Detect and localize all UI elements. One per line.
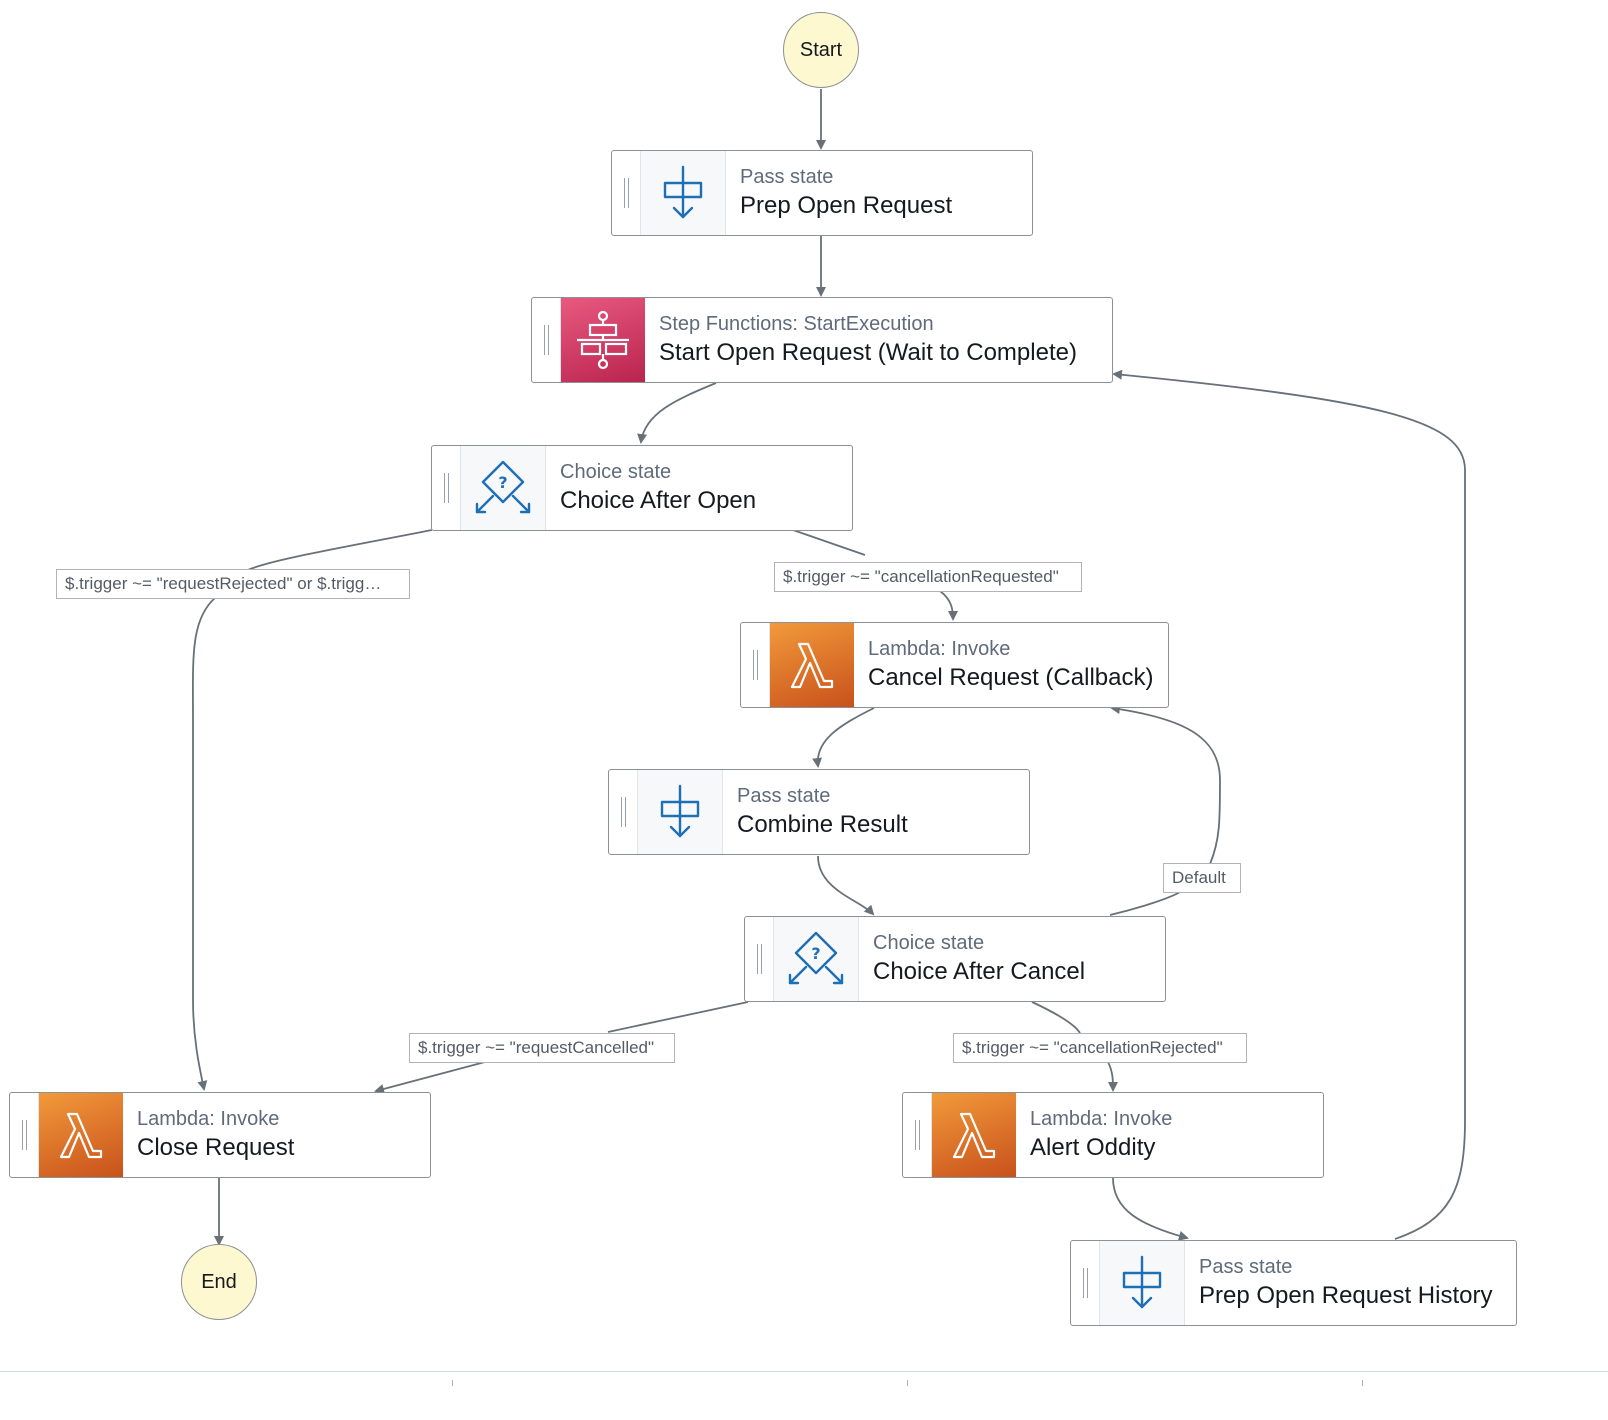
edge-cancelreq-combine [812,707,875,768]
drag-handle[interactable] [612,151,641,235]
edge-startopen-choice [637,382,717,444]
lambda-icon [932,1093,1016,1177]
state-type: Pass state [1199,1256,1293,1278]
edge-label-cancellation-rejected[interactable]: $.trigger ~= "cancellationRejected" [953,1033,1247,1063]
state-prep-open-request[interactable]: Pass state Prep Open Request [611,150,1033,236]
state-name: Prep Open Request History [1199,1282,1493,1309]
lambda-icon [770,623,854,707]
start-label: Start [799,38,843,61]
svg-text:?: ? [498,473,507,492]
state-prep-open-request-history[interactable]: Pass state Prep Open Request History [1070,1240,1517,1326]
edge-choicecancel-alert [1031,1001,1113,1090]
edge-alert-history [1112,1177,1189,1241]
choice-state-icon: ? [774,917,859,1001]
drag-handle[interactable] [741,623,770,707]
state-choice-after-cancel[interactable]: ? Choice state Choice After Cancel [744,916,1166,1002]
state-type: Choice state [873,932,985,954]
drag-handle[interactable] [745,917,774,1001]
edge-label-cancellation-requested[interactable]: $.trigger ~= "cancellationRequested" [774,562,1082,592]
edge-choicecancel-default [1110,708,1221,916]
pass-state-icon [641,151,726,235]
drag-handle[interactable] [532,298,561,382]
footer-tick [1362,1380,1363,1386]
state-name: Prep Open Request [740,192,953,219]
edge-history-startopen [1112,369,1466,1240]
state-name: Close Request [137,1134,295,1161]
state-alert-oddity[interactable]: Lambda: Invoke Alert Oddity [902,1092,1324,1178]
edge-choicecancel-close [376,1001,749,1091]
pass-state-icon [638,770,723,854]
state-type: Lambda: Invoke [137,1108,280,1130]
state-close-request[interactable]: Lambda: Invoke Close Request [9,1092,431,1178]
state-choice-after-open[interactable]: ? Choice state Choice After Open [431,445,853,531]
edge-label-default[interactable]: Default [1163,863,1241,893]
lambda-icon [39,1093,123,1177]
drag-handle[interactable] [903,1093,932,1177]
choice-state-icon: ? [461,446,546,530]
state-cancel-request[interactable]: Lambda: Invoke Cancel Request (Callback) [740,622,1169,708]
state-name: Choice After Open [560,487,757,514]
step-functions-icon [561,298,645,382]
state-type: Lambda: Invoke [1030,1108,1173,1130]
state-name: Start Open Request (Wait to Complete) [659,339,1077,366]
end-label: End [201,1270,237,1293]
drag-handle[interactable] [609,770,638,854]
drag-handle[interactable] [1071,1241,1100,1325]
drag-handle[interactable] [432,446,461,530]
state-type: Pass state [737,785,831,807]
state-type: Lambda: Invoke [868,638,1011,660]
svg-text:?: ? [811,944,820,963]
edge-choice-close [191,529,433,1089]
state-type: Step Functions: StartExecution [659,313,934,335]
state-type: Pass state [740,166,834,188]
end-node[interactable]: End [181,1244,257,1320]
footer-tick [907,1380,908,1386]
footer-divider [0,1371,1608,1372]
edge-label-request-rejected[interactable]: $.trigger ~= "requestRejected" or $.trig… [56,569,410,599]
start-node[interactable]: Start [783,12,859,88]
state-type: Choice state [560,461,672,483]
state-name: Combine Result [737,811,908,838]
edge-label-request-cancelled[interactable]: $.trigger ~= "requestCancelled" [409,1033,675,1063]
state-name: Cancel Request (Callback) [868,664,1154,691]
footer-tick [452,1380,453,1386]
edge-combine-choicecancel [817,855,875,916]
state-start-open-request[interactable]: Step Functions: StartExecution Start Ope… [531,297,1113,383]
drag-handle[interactable] [10,1093,39,1177]
state-name: Choice After Cancel [873,958,1086,985]
edge-choice-cancelreq [792,529,953,619]
state-name: Alert Oddity [1030,1134,1156,1161]
pass-state-icon [1100,1241,1185,1325]
state-combine-result[interactable]: Pass state Combine Result [608,769,1030,855]
